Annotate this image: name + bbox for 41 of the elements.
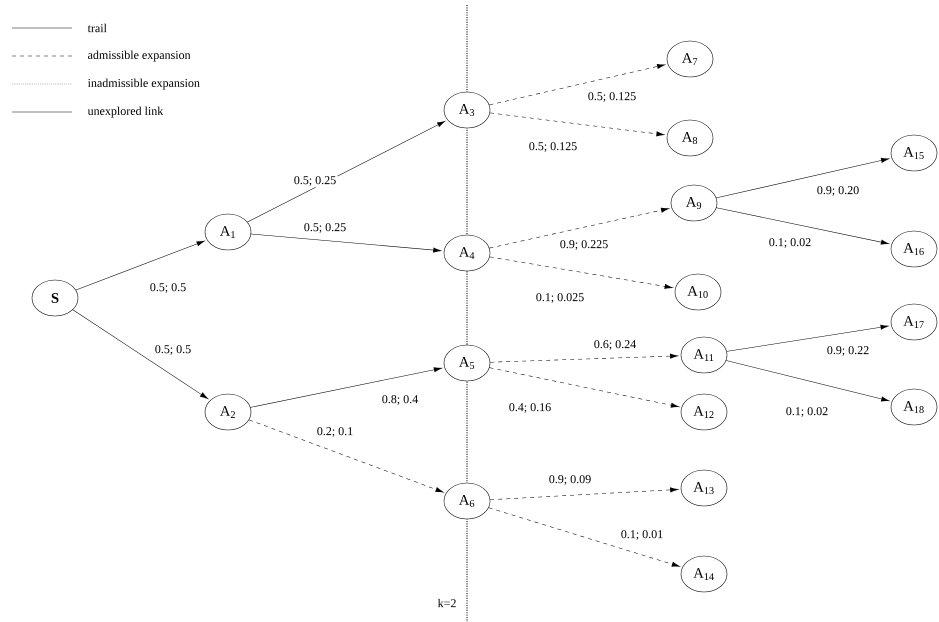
edge-label: 0.5; 0.5	[148, 282, 188, 294]
arrow	[247, 120, 446, 222]
edge-label: 0.9; 0.09	[548, 474, 592, 486]
edge-label: 0.9; 0.22	[826, 344, 870, 358]
edge-label: 0.9; 0.20	[816, 184, 860, 198]
edge-label: 0.6; 0.24	[592, 338, 638, 352]
arrow	[726, 324, 889, 352]
legend-text: trail	[88, 24, 107, 32]
arrow	[490, 487, 678, 500]
edge-label: 0.9; 0.225	[558, 238, 610, 252]
arrow	[72, 309, 208, 400]
edge-label: 0.5; 0.5	[154, 344, 192, 356]
arrow	[716, 158, 890, 198]
boundary-label: k=2	[436, 598, 458, 608]
edge-label: 0.5; 0.125	[586, 90, 638, 104]
arrow	[489, 208, 670, 248]
edge-label: 0.5; 0.125	[528, 140, 578, 154]
edge-label: 0.1; 0.02	[784, 406, 830, 418]
arrow	[489, 367, 680, 408]
edge-label: 0.1; 0.025	[534, 292, 586, 304]
arrow	[716, 207, 890, 245]
edge-label: 0.2; 0.1	[316, 426, 354, 438]
legend-text: admissible expansion	[88, 50, 190, 62]
legend-text: unexplored link	[88, 106, 164, 118]
arrow	[490, 354, 678, 362]
edge-label: 0.1; 0.02	[768, 236, 812, 250]
arrow	[489, 64, 666, 106]
edge-label: 0.5; 0.25	[302, 222, 348, 234]
legend-text: inadmissible expansion	[88, 78, 200, 90]
arrow	[76, 240, 205, 290]
edge-label: 0.4; 0.16	[508, 402, 552, 414]
arrow	[489, 256, 673, 289]
arrow	[490, 112, 665, 136]
edge-label: 0.8; 0.4	[380, 394, 420, 406]
arrow	[488, 507, 680, 567]
arrow	[248, 420, 444, 492]
edge-label: 0.5; 0.25	[292, 174, 338, 188]
arrow	[726, 360, 890, 402]
arrow	[250, 234, 442, 253]
edge-label: 0.1; 0.01	[620, 528, 664, 542]
arrow	[250, 367, 442, 408]
